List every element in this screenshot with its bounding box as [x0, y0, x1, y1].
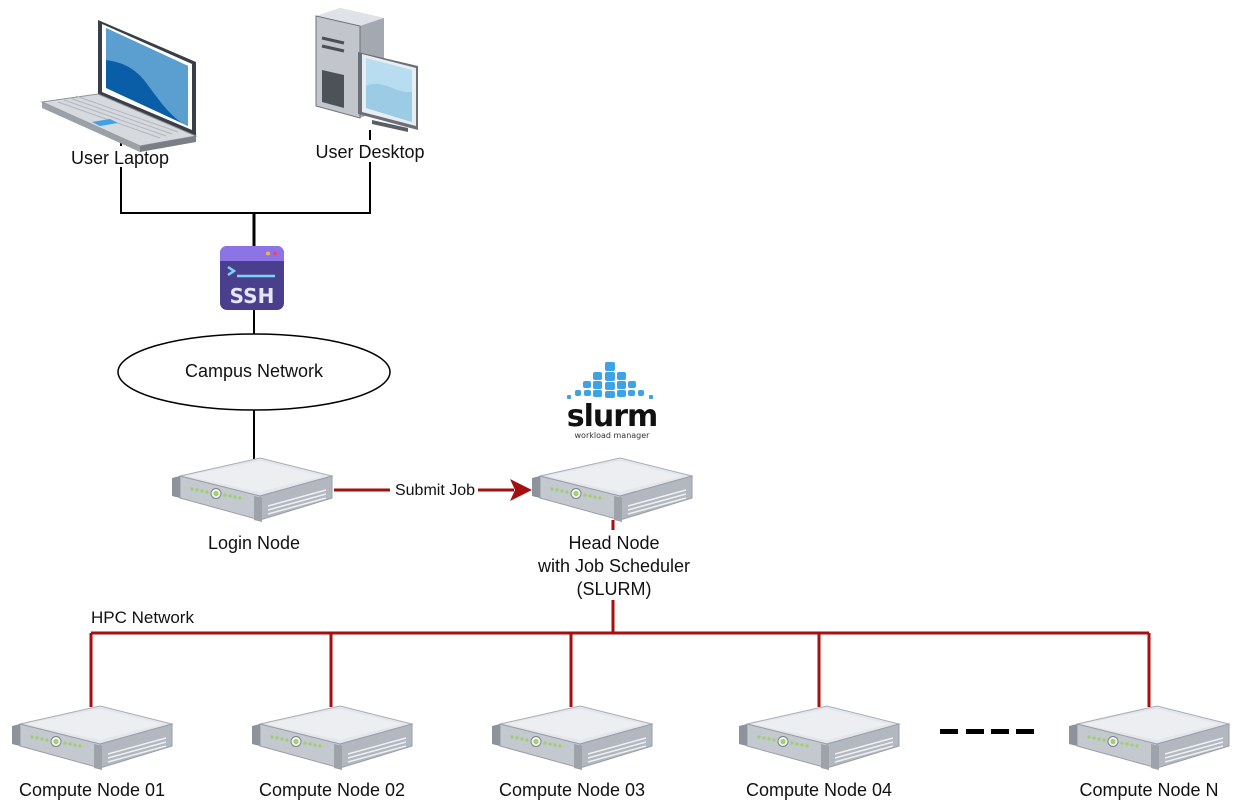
- slurm-logo: slurm workload manager: [567, 362, 658, 440]
- ssh-terminal-icon: SSH: [220, 246, 284, 310]
- submit-job-arrowhead: [510, 479, 532, 501]
- login-node-label: Login Node: [207, 533, 301, 553]
- more-nodes-ellipsis-icon: [940, 729, 1034, 734]
- laptop-connector-lower: [120, 167, 254, 214]
- compute-node-03-server-icon[interactable]: [491, 705, 653, 771]
- compute-node-04-label: Compute Node 04: [745, 780, 893, 800]
- head-node-label-line-3: (SLURM): [574, 578, 654, 600]
- client-connectors: [120, 130, 371, 460]
- head-node-label-line-1: Head Node: [566, 532, 662, 554]
- laptop-icon: [40, 20, 198, 152]
- compute-node-n-server-icon[interactable]: [1068, 705, 1230, 771]
- submit-job-label: Submit Job: [392, 480, 478, 502]
- head-node-label-line-2: with Job Scheduler: [537, 556, 691, 576]
- ssh-icon-text: SSH: [230, 284, 275, 308]
- compute-node-n-label: Compute Node N: [1079, 780, 1219, 800]
- compute-node-02-label: Compute Node 02: [258, 780, 406, 800]
- compute-node-04-server-icon[interactable]: [738, 705, 900, 771]
- slurm-logo-tagline: workload manager: [575, 431, 651, 440]
- compute-node-03-label: Compute Node 03: [498, 780, 646, 800]
- head-node-server-icon[interactable]: [531, 457, 693, 523]
- compute-node-02-server-icon[interactable]: [251, 705, 413, 771]
- user-desktop-label: User Desktop: [315, 142, 425, 162]
- login-node-server-icon[interactable]: [171, 457, 333, 523]
- desktop-computer-icon: [315, 8, 418, 132]
- desktop-connector-lower: [254, 162, 371, 214]
- campus-network-shape[interactable]: [117, 333, 391, 411]
- campus-network-label: Campus Network: [184, 361, 324, 381]
- compute-node-01-server-icon[interactable]: [11, 705, 173, 771]
- compute-node-01-label: Compute Node 01: [18, 780, 166, 800]
- slurm-logo-word: slurm: [567, 399, 658, 434]
- user-laptop-label: User Laptop: [70, 148, 170, 168]
- hpc-network-label: HPC Network: [91, 608, 194, 627]
- hpc-connectors: [89, 488, 1151, 707]
